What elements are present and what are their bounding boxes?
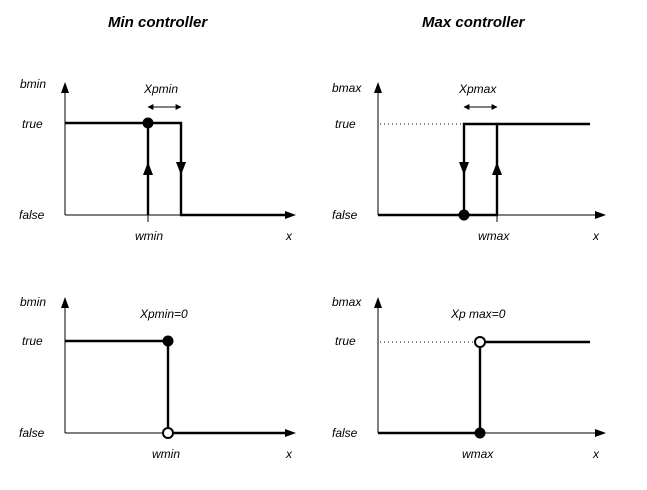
y-axis-arrowhead bbox=[61, 297, 69, 308]
false-label: false bbox=[332, 208, 358, 222]
band-label: Xpmin=0 bbox=[139, 307, 188, 321]
switch-point-dot-filled bbox=[162, 335, 174, 347]
panel-min-hysteresis: bmin true false wmin x Xpmin bbox=[19, 77, 296, 243]
switch-point-dot bbox=[142, 117, 154, 129]
switch-point-dot-open bbox=[162, 427, 174, 439]
band-label: Xpmin bbox=[143, 82, 178, 96]
true-label: true bbox=[22, 334, 43, 348]
x-axis-arrowhead bbox=[595, 429, 606, 437]
y-axis-label: bmax bbox=[332, 81, 362, 95]
true-label: true bbox=[22, 117, 43, 131]
band-label: Xpmax bbox=[458, 82, 497, 96]
threshold-label: wmin bbox=[135, 229, 163, 243]
down-arrow bbox=[459, 162, 469, 175]
band-label: Xp max=0 bbox=[450, 307, 506, 321]
y-axis-label: bmin bbox=[20, 295, 46, 309]
true-label: true bbox=[335, 117, 356, 131]
y-axis-label: bmax bbox=[332, 295, 362, 309]
x-axis-arrowhead bbox=[285, 429, 296, 437]
switching-curve bbox=[65, 339, 288, 435]
x-axis-label: x bbox=[592, 447, 600, 461]
false-label: false bbox=[19, 208, 45, 222]
x-axis-arrowhead bbox=[285, 211, 296, 219]
min-controller-title: Min controller bbox=[108, 14, 208, 31]
up-arrow bbox=[492, 162, 502, 175]
false-label: false bbox=[19, 426, 45, 440]
switching-curve bbox=[378, 122, 590, 217]
threshold-label: wmin bbox=[152, 447, 180, 461]
switching-curve bbox=[65, 121, 288, 217]
switch-point-dot-filled bbox=[474, 427, 486, 439]
y-axis-arrowhead bbox=[374, 297, 382, 308]
x-axis-label: x bbox=[285, 447, 293, 461]
x-axis-arrowhead bbox=[595, 211, 606, 219]
panel-min-no-hysteresis: bmin true false wmin x Xpmin=0 bbox=[19, 295, 296, 461]
switch-point-dot bbox=[458, 209, 470, 221]
panel-max-no-hysteresis: bmax true false wmax x Xp max=0 bbox=[332, 295, 606, 461]
switching-curve bbox=[378, 340, 590, 435]
switch-point-dot-open bbox=[474, 336, 486, 348]
threshold-label: wmax bbox=[478, 229, 510, 243]
y-axis-arrowhead bbox=[61, 82, 69, 93]
panel-max-hysteresis: bmax true false wmax x Xpmax bbox=[332, 81, 606, 243]
max-controller-title: Max controller bbox=[422, 14, 525, 31]
threshold-label: wmax bbox=[462, 447, 494, 461]
x-axis-label: x bbox=[285, 229, 293, 243]
true-label: true bbox=[335, 334, 356, 348]
down-arrow bbox=[176, 162, 186, 175]
falling-edge bbox=[462, 122, 497, 215]
y-axis-label: bmin bbox=[20, 77, 46, 91]
x-axis-label: x bbox=[592, 229, 600, 243]
false-label: false bbox=[332, 426, 358, 440]
y-axis-arrowhead bbox=[374, 82, 382, 93]
up-arrow bbox=[143, 162, 153, 175]
